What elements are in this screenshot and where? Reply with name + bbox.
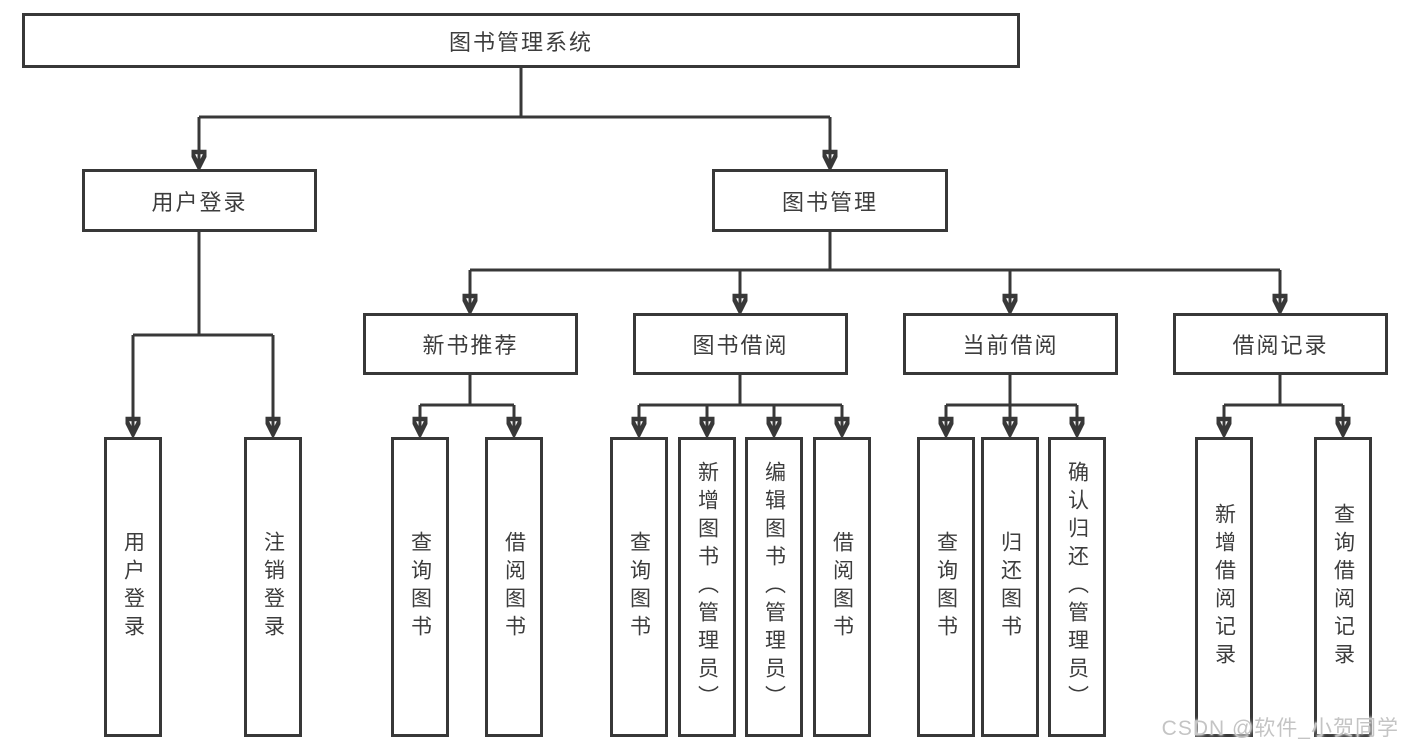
leaf-borrow-books-borrow-label: 借阅图书 [830, 531, 854, 643]
leaf-borrow-books-recommend: 借阅图书 [485, 437, 543, 737]
leaf-query-books-borrow: 查询图书 [610, 437, 668, 737]
node-current-borrow-label: 当前借阅 [962, 333, 1059, 358]
node-book-borrow: 图书借阅 [633, 313, 848, 375]
leaf-query-borrow-record-label: 查询借阅记录 [1331, 503, 1355, 671]
leaf-query-books-current-label: 查询图书 [934, 531, 958, 643]
leaf-borrow-books-borrow: 借阅图书 [813, 437, 871, 737]
leaf-query-books-recommend-label: 查询图书 [408, 531, 432, 643]
csdn-watermark: CSDN @软件_小贺同学 [1161, 717, 1399, 740]
leaf-edit-book-admin: 编辑图书（管理员） [745, 437, 803, 737]
leaf-add-book-admin-label: 新增图书（管理员） [695, 461, 719, 713]
leaf-query-borrow-record: 查询借阅记录 [1314, 437, 1372, 737]
leaf-user-login: 用户登录 [104, 437, 162, 737]
leaf-return-books: 归还图书 [981, 437, 1039, 737]
leaf-add-book-admin: 新增图书（管理员） [678, 437, 736, 737]
node-root-label: 图书管理系统 [448, 29, 593, 55]
node-borrow-records-label: 借阅记录 [1232, 333, 1329, 358]
leaf-logout-label: 注销登录 [261, 531, 285, 643]
leaf-query-books-recommend: 查询图书 [391, 437, 449, 737]
node-user-login: 用户登录 [82, 169, 317, 232]
leaf-confirm-return-admin-label: 确认归还（管理员） [1065, 461, 1089, 713]
leaf-add-borrow-record-label: 新增借阅记录 [1212, 503, 1236, 671]
leaf-logout: 注销登录 [244, 437, 302, 737]
node-root: 图书管理系统 [22, 13, 1020, 68]
node-book-management: 图书管理 [712, 169, 948, 232]
leaf-user-login-label: 用户登录 [121, 531, 145, 643]
leaf-return-books-label: 归还图书 [998, 531, 1022, 643]
node-current-borrow: 当前借阅 [903, 313, 1118, 375]
leaf-confirm-return-admin: 确认归还（管理员） [1048, 437, 1106, 737]
leaf-query-books-current: 查询图书 [917, 437, 975, 737]
node-new-book-recommend: 新书推荐 [363, 313, 578, 375]
node-borrow-records: 借阅记录 [1173, 313, 1388, 375]
node-new-book-recommend-label: 新书推荐 [422, 333, 519, 358]
leaf-borrow-books-recommend-label: 借阅图书 [502, 531, 526, 643]
node-book-borrow-label: 图书借阅 [692, 333, 789, 358]
leaf-edit-book-admin-label: 编辑图书（管理员） [762, 461, 786, 713]
node-book-management-label: 图书管理 [781, 189, 878, 215]
leaf-add-borrow-record: 新增借阅记录 [1195, 437, 1253, 737]
leaf-query-books-borrow-label: 查询图书 [627, 531, 651, 643]
node-user-login-label: 用户登录 [151, 189, 248, 215]
